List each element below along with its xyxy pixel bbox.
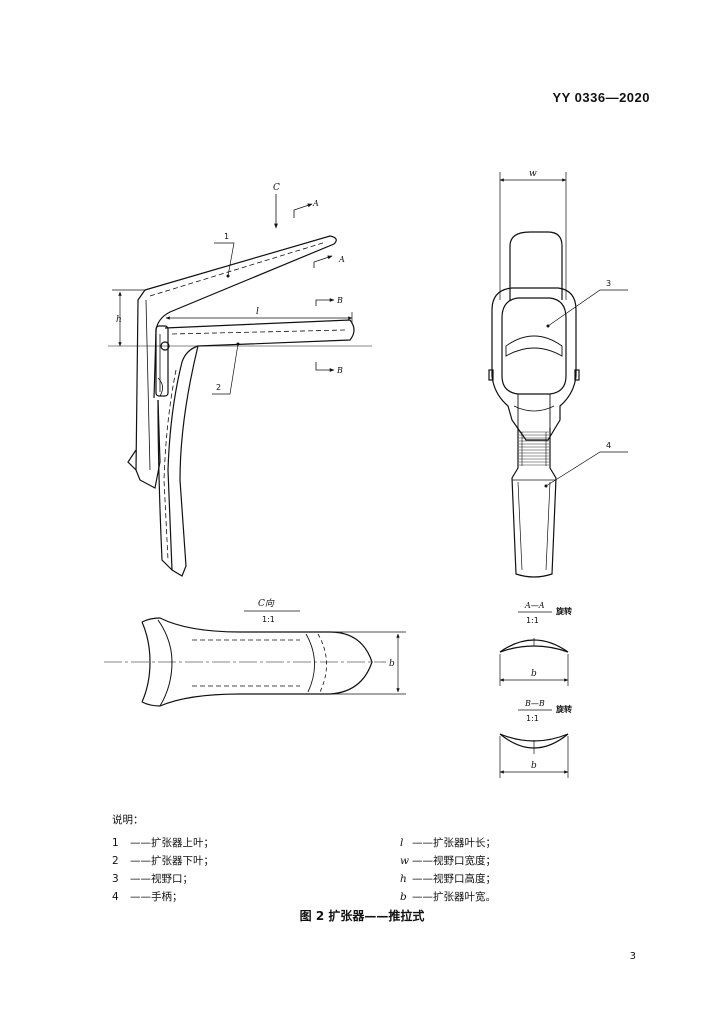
part-1-label: 1: [224, 232, 229, 241]
l-dimension: [165, 312, 353, 324]
c-view: [141, 617, 373, 707]
dim-w-label: w: [529, 169, 537, 179]
part-4-label: 4: [606, 441, 611, 450]
section-a-label-bottom: A: [338, 255, 345, 264]
page-number: 3: [629, 951, 636, 962]
section-b-label-bottom: B: [336, 366, 343, 375]
legend-sym-text: ——扩张器叶宽。: [412, 890, 496, 903]
dim-b-label-bb: b: [531, 761, 537, 771]
part-leaders-side: [212, 242, 239, 395]
section-bb-title: B—B: [524, 699, 545, 708]
legend-num: 3: [112, 872, 119, 885]
b-dimension-aa: [499, 654, 569, 686]
dim-b-label-aa: b: [531, 669, 537, 679]
legend-num: 4: [112, 890, 119, 903]
section-b-label-top: B: [336, 296, 343, 305]
legend-text: ——手柄；: [130, 890, 183, 903]
legend-row: 2 ——扩张器下叶； w——视野口宽度；: [112, 851, 502, 869]
section-b-markers: [315, 298, 335, 372]
dim-l-label: l: [256, 307, 259, 317]
b-dimension-bb: [499, 736, 569, 778]
legend-num: 2: [112, 854, 119, 867]
legend-title: 说明：: [112, 814, 144, 826]
front-view: [488, 231, 580, 578]
legend-row: 1 ——扩张器上叶； l ——扩张器叶长；: [112, 833, 502, 851]
standard-code: YY 0336—2020: [552, 90, 650, 105]
legend-text: ——扩张器下叶；: [130, 854, 214, 867]
legend-sym: w: [400, 854, 409, 867]
view-c-title: C向: [258, 598, 275, 609]
legend-sym-text: ——视野口高度；: [412, 872, 496, 885]
view-c-arrow-label: C: [273, 183, 280, 193]
legend-sym-text: ——视野口宽度；: [412, 854, 496, 867]
figure-legend: 说明： 1——扩张器上叶； l——扩张器叶长； 2——扩张器下叶； w——视野口…: [112, 812, 502, 905]
section-aa-scale: 1:1: [526, 616, 539, 625]
legend-text: ——扩张器上叶；: [130, 836, 214, 849]
section-a-label-top: A: [312, 199, 319, 208]
legend-sym: l: [400, 836, 404, 849]
section-bb: [499, 733, 569, 754]
legend-row: 3 ——视野口； h ——视野口高度；: [112, 869, 502, 887]
b-dimension-c-view: [330, 631, 406, 695]
dim-b-label-c: b: [389, 659, 395, 669]
legend-sym-text: ——扩张器叶长；: [412, 836, 496, 849]
section-bb-scale: 1:1: [526, 714, 539, 723]
section-bb-note: 旋转: [555, 704, 572, 714]
h-dimension: [112, 289, 146, 347]
legend-num: 1: [112, 836, 119, 849]
legend-text: ——视野口；: [130, 872, 193, 885]
legend-row: 4 ——手柄； b ——扩张器叶宽。: [112, 887, 502, 905]
figure-caption: 图 2 扩张器——推拉式: [299, 909, 425, 923]
view-c-scale: 1:1: [262, 615, 275, 624]
section-aa: [499, 638, 569, 653]
legend-sym: h: [400, 872, 407, 885]
part-leaders-front: [545, 289, 628, 487]
side-view: [127, 235, 355, 577]
section-aa-note: 旋转: [555, 606, 572, 616]
part-2-label: 2: [216, 383, 221, 392]
dim-h-label: h: [116, 315, 122, 325]
section-a-markers: [293, 203, 333, 268]
handle-grip-lines: [519, 431, 549, 466]
legend-sym: b: [400, 890, 407, 903]
section-aa-title: A—A: [524, 601, 545, 610]
part-3-label: 3: [606, 279, 611, 288]
w-dimension: [499, 172, 567, 300]
